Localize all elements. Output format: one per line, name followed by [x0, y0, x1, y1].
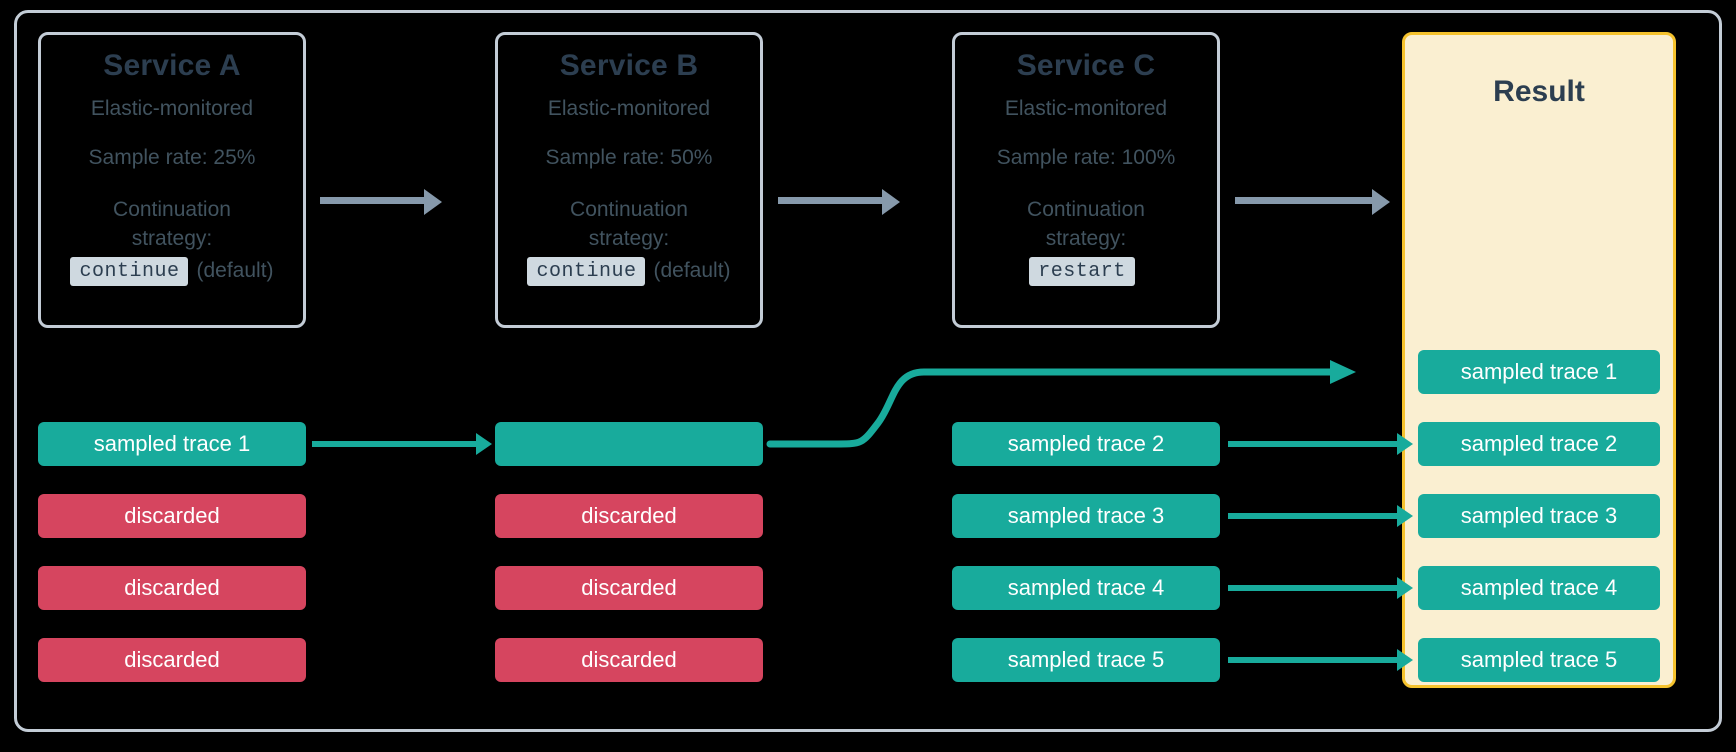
- service-c-sample-rate: Sample rate: 100%: [996, 146, 1176, 169]
- trace-chip-c-3[interactable]: sampled trace 4: [952, 566, 1220, 610]
- arrow-shaft: [1235, 197, 1373, 204]
- arrow-head: [424, 189, 442, 215]
- service-c-subtitle: Elastic-monitored: [1004, 97, 1168, 120]
- arrow-head: [1397, 505, 1413, 527]
- trace-chip-c-1[interactable]: sampled trace 2: [952, 422, 1220, 466]
- trace-chip-b-2[interactable]: discarded: [495, 494, 763, 538]
- trace-arrow-c2-to-result3: [1228, 505, 1413, 527]
- service-a-sample-rate: Sample rate: 25%: [88, 146, 256, 169]
- service-b-strategy-row: continue (default): [527, 256, 731, 286]
- arrow-service-a-to-b: [320, 189, 442, 215]
- service-b-subtitle: Elastic-monitored: [547, 97, 711, 120]
- service-a-strategy-badge: continue: [70, 256, 189, 286]
- trace-arrow-c4-to-result5: [1228, 649, 1413, 671]
- trace-chip-label: discarded: [581, 647, 677, 672]
- service-box-b: Service B Elastic-monitored Sample rate:…: [495, 32, 763, 328]
- trace-chip-a-4[interactable]: discarded: [38, 638, 306, 682]
- service-b-continuation-line2: strategy:: [588, 226, 670, 250]
- trace-chip-label: sampled trace 3: [1460, 503, 1618, 528]
- arrow-service-b-to-c: [778, 189, 900, 215]
- service-c-strategy-badge: restart: [1029, 256, 1135, 286]
- arrow-shaft: [1228, 585, 1398, 591]
- trace-chip-label: sampled trace 2: [1460, 431, 1618, 456]
- service-c-continuation-line2: strategy:: [1045, 226, 1127, 250]
- trace-chip-label: sampled trace 4: [1007, 575, 1165, 600]
- trace-chip-label: sampled trace 3: [1007, 503, 1165, 528]
- trace-arrow-c1-to-result2: [1228, 433, 1413, 455]
- trace-chip-a-1[interactable]: sampled trace 1: [38, 422, 306, 466]
- service-box-c: Service C Elastic-monitored Sample rate:…: [952, 32, 1220, 328]
- service-a-title: Service A: [103, 49, 241, 82]
- service-b-continuation-line1: Continuation: [570, 198, 688, 221]
- trace-arrow-a1-to-b1: [312, 433, 492, 455]
- trace-chip-b-4[interactable]: discarded: [495, 638, 763, 682]
- service-box-a: Service A Elastic-monitored Sample rate:…: [38, 32, 306, 328]
- arrow-head: [1372, 189, 1390, 215]
- arrow-shaft: [778, 197, 883, 204]
- trace-chip-a-2[interactable]: discarded: [38, 494, 306, 538]
- service-c-title: Service C: [1016, 49, 1156, 82]
- trace-chip-a-3[interactable]: discarded: [38, 566, 306, 610]
- arrow-head: [1397, 649, 1413, 671]
- service-c-continuation-line1: Continuation: [1027, 198, 1145, 221]
- trace-chip-label: sampled trace 5: [1460, 647, 1618, 672]
- arrow-head: [882, 189, 900, 215]
- trace-arrow-c3-to-result4: [1228, 577, 1413, 599]
- trace-chip-label: sampled trace 4: [1460, 575, 1618, 600]
- service-b-continuation-strategy: Continuation strategy:: [570, 196, 688, 254]
- arrow-service-c-to-result: [1235, 189, 1390, 215]
- service-b-strategy-badge: continue: [527, 256, 646, 286]
- service-a-continuation-line2: strategy:: [131, 226, 213, 250]
- trace-chip-c-4[interactable]: sampled trace 5: [952, 638, 1220, 682]
- result-trace-chip-4[interactable]: sampled trace 4: [1418, 566, 1660, 610]
- arrow-shaft: [320, 197, 425, 204]
- result-trace-chip-5[interactable]: sampled trace 5: [1418, 638, 1660, 682]
- arrow-head: [476, 433, 492, 455]
- trace-chip-c-2[interactable]: sampled trace 3: [952, 494, 1220, 538]
- diagram-outer-frame: [14, 10, 1722, 732]
- service-a-strategy-note: (default): [196, 259, 274, 283]
- arrow-shaft: [1228, 657, 1398, 663]
- arrow-shaft: [1228, 441, 1398, 447]
- trace-chip-label: sampled trace 2: [1007, 431, 1165, 456]
- arrow-shaft: [1228, 513, 1398, 519]
- service-b-sample-rate: Sample rate: 50%: [545, 146, 713, 169]
- trace-chip-label: discarded: [124, 575, 220, 600]
- trace-chip-label: discarded: [581, 575, 677, 600]
- service-c-strategy-row: restart: [1029, 256, 1143, 286]
- trace-chip-label: sampled trace 1: [93, 431, 251, 456]
- arrow-shaft: [312, 441, 477, 447]
- result-trace-chip-1[interactable]: sampled trace 1: [1418, 350, 1660, 394]
- trace-chip-label: discarded: [124, 647, 220, 672]
- arrow-head: [1397, 433, 1413, 455]
- service-b-strategy-note: (default): [653, 259, 731, 283]
- result-trace-chip-3[interactable]: sampled trace 3: [1418, 494, 1660, 538]
- result-title: Result: [1493, 75, 1585, 108]
- trace-chip-label: discarded: [581, 503, 677, 528]
- service-a-strategy-row: continue (default): [70, 256, 274, 286]
- trace-chip-b-3[interactable]: discarded: [495, 566, 763, 610]
- service-a-subtitle: Elastic-monitored: [90, 97, 254, 120]
- arrow-head: [1397, 577, 1413, 599]
- trace-chip-label: sampled trace 5: [1007, 647, 1165, 672]
- service-a-continuation-strategy: Continuation strategy:: [113, 196, 231, 254]
- service-a-continuation-line1: Continuation: [113, 198, 231, 221]
- trace-chip-label: sampled trace 1: [1460, 359, 1618, 384]
- service-c-continuation-strategy: Continuation strategy:: [1027, 196, 1145, 254]
- trace-chip-label: discarded: [124, 503, 220, 528]
- trace-chip-b-1[interactable]: [495, 422, 763, 466]
- result-trace-chip-2[interactable]: sampled trace 2: [1418, 422, 1660, 466]
- service-b-title: Service B: [559, 49, 699, 82]
